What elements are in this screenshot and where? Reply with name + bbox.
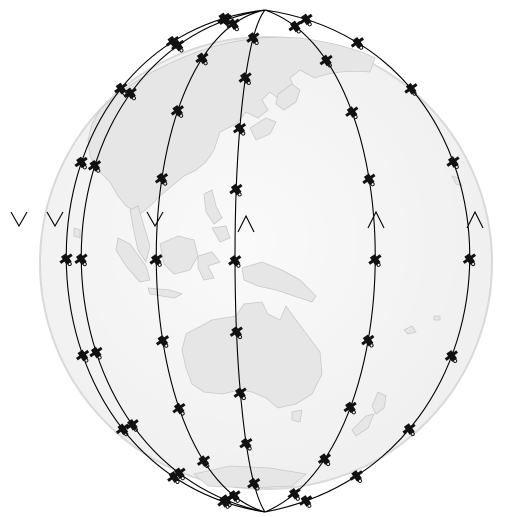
satellite-icon: [297, 493, 316, 511]
satellite-icon: [298, 11, 317, 29]
direction-arrow-down-icon: [11, 212, 27, 226]
land-islands-4: [74, 228, 80, 238]
land-tasmania: [292, 410, 302, 422]
land-islands-2: [434, 316, 440, 320]
